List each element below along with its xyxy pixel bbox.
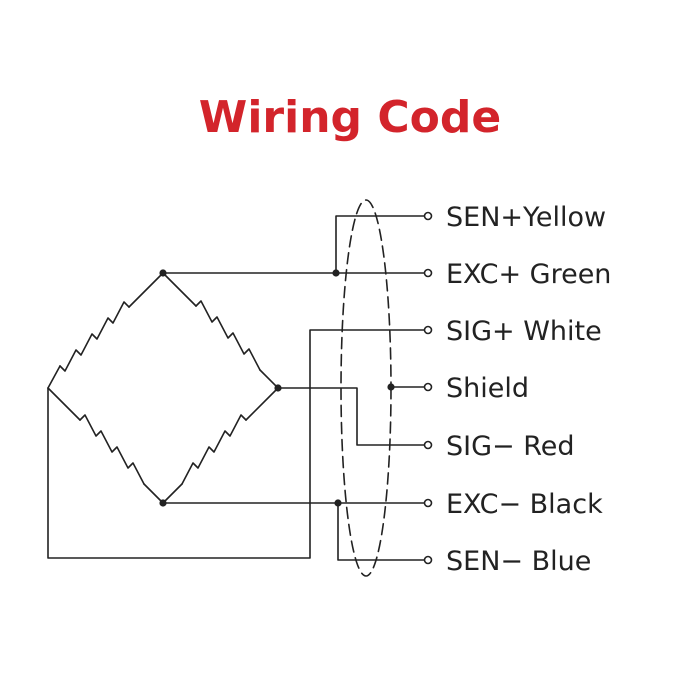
bridge-arm-bottom-left: [47, 387, 164, 504]
bridge-arm-top-left: [47, 272, 164, 389]
wire-labels: SEN+Yellow EXC+ Green SIG+ White Shield …: [446, 202, 611, 577]
diagram-title: Wiring Code: [198, 92, 502, 143]
label-sig-minus: SIG− Red: [446, 431, 575, 462]
label-sen-minus: SEN− Blue: [446, 546, 591, 577]
wire-sig-plus: [47, 329, 429, 559]
wire-sen-plus: [335, 215, 429, 274]
bridge-arm-bottom-right: [162, 387, 279, 504]
wire-sig-minus: [277, 387, 429, 446]
junction-dots: [159, 269, 395, 507]
bridge-arm-top-right: [162, 272, 279, 389]
resistor-r3: [79, 414, 145, 485]
label-exc-plus: EXC+ Green: [446, 259, 611, 290]
resistor-r1: [59, 301, 130, 372]
terminals: [423, 211, 433, 565]
label-sig-plus: SIG+ White: [446, 316, 602, 347]
label-exc-minus: EXC− Black: [446, 489, 603, 520]
label-sen-plus: SEN+Yellow: [446, 202, 606, 233]
resistor-r4: [181, 414, 247, 485]
label-shield: Shield: [446, 373, 529, 404]
resistor-r2: [195, 300, 261, 371]
wire-sen-minus: [337, 502, 429, 561]
